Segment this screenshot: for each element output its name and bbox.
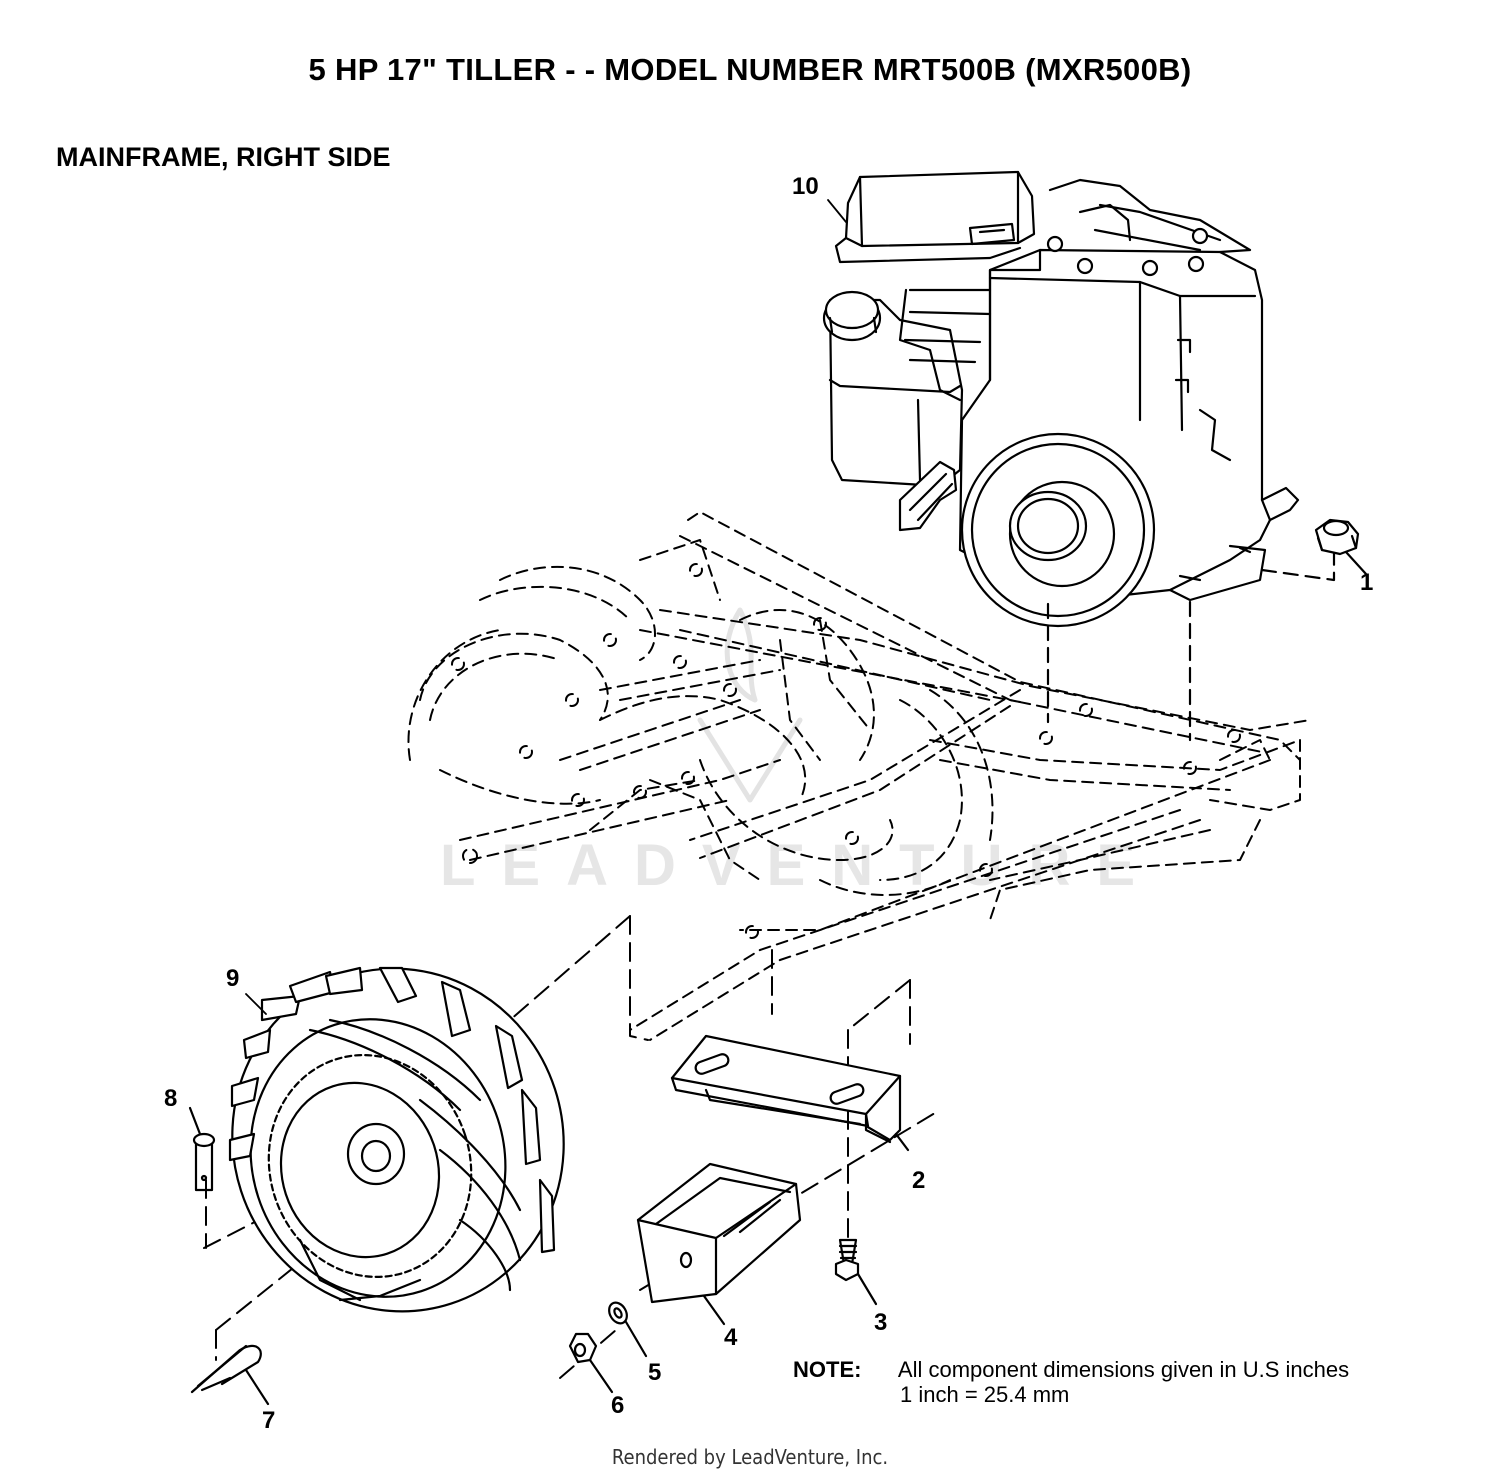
callout-8: 8: [164, 1085, 177, 1112]
clevis-pin-part-8[interactable]: [188, 1106, 216, 1192]
footer-credit: Rendered by LeadVenture, Inc.: [611, 1445, 889, 1469]
callout-3: 3: [874, 1309, 887, 1336]
callout-2: 2: [912, 1167, 925, 1194]
nut-part-1[interactable]: [1314, 518, 1368, 576]
bolt-part-3[interactable]: [834, 1238, 878, 1306]
bracket-part-2[interactable]: [670, 1034, 910, 1152]
callout-6: 6: [611, 1392, 624, 1419]
nut-part-6[interactable]: [568, 1332, 614, 1394]
weight-block-part-4[interactable]: [636, 1162, 802, 1326]
callout-9: 9: [226, 965, 239, 992]
callout-5: 5: [648, 1359, 661, 1386]
callout-1: 1: [1360, 569, 1373, 596]
engine-part-10[interactable]: [822, 170, 1300, 628]
mainframe-outline: [407, 511, 1311, 1041]
wheel-tire-part-9[interactable]: [188, 925, 608, 1354]
page-title: 5 HP 17" TILLER - - MODEL NUMBER MRT500B…: [308, 52, 1192, 87]
callout-leaders: [245, 199, 847, 1015]
watermark-text: LEADVENTURE: [440, 833, 1162, 898]
note-line-1: All component dimensions given in U.S in…: [897, 1357, 1350, 1382]
callout-labels: 1 2 3 4 5 6 7 8 9 10: [164, 173, 1373, 1434]
note-block: NOTE: All component dimensions given in …: [793, 1357, 1349, 1407]
section-subtitle: MAINFRAME, RIGHT SIDE: [56, 142, 391, 172]
note-label: NOTE:: [793, 1357, 862, 1382]
callout-7: 7: [262, 1407, 275, 1434]
callout-4: 4: [724, 1324, 738, 1351]
lock-washer-part-5[interactable]: [606, 1299, 648, 1358]
note-line-2: 1 inch = 25.4 mm: [900, 1382, 1070, 1407]
callout-10: 10: [792, 173, 819, 200]
hair-pin-part-7[interactable]: [190, 1344, 270, 1406]
watermark-logo: [697, 607, 803, 803]
